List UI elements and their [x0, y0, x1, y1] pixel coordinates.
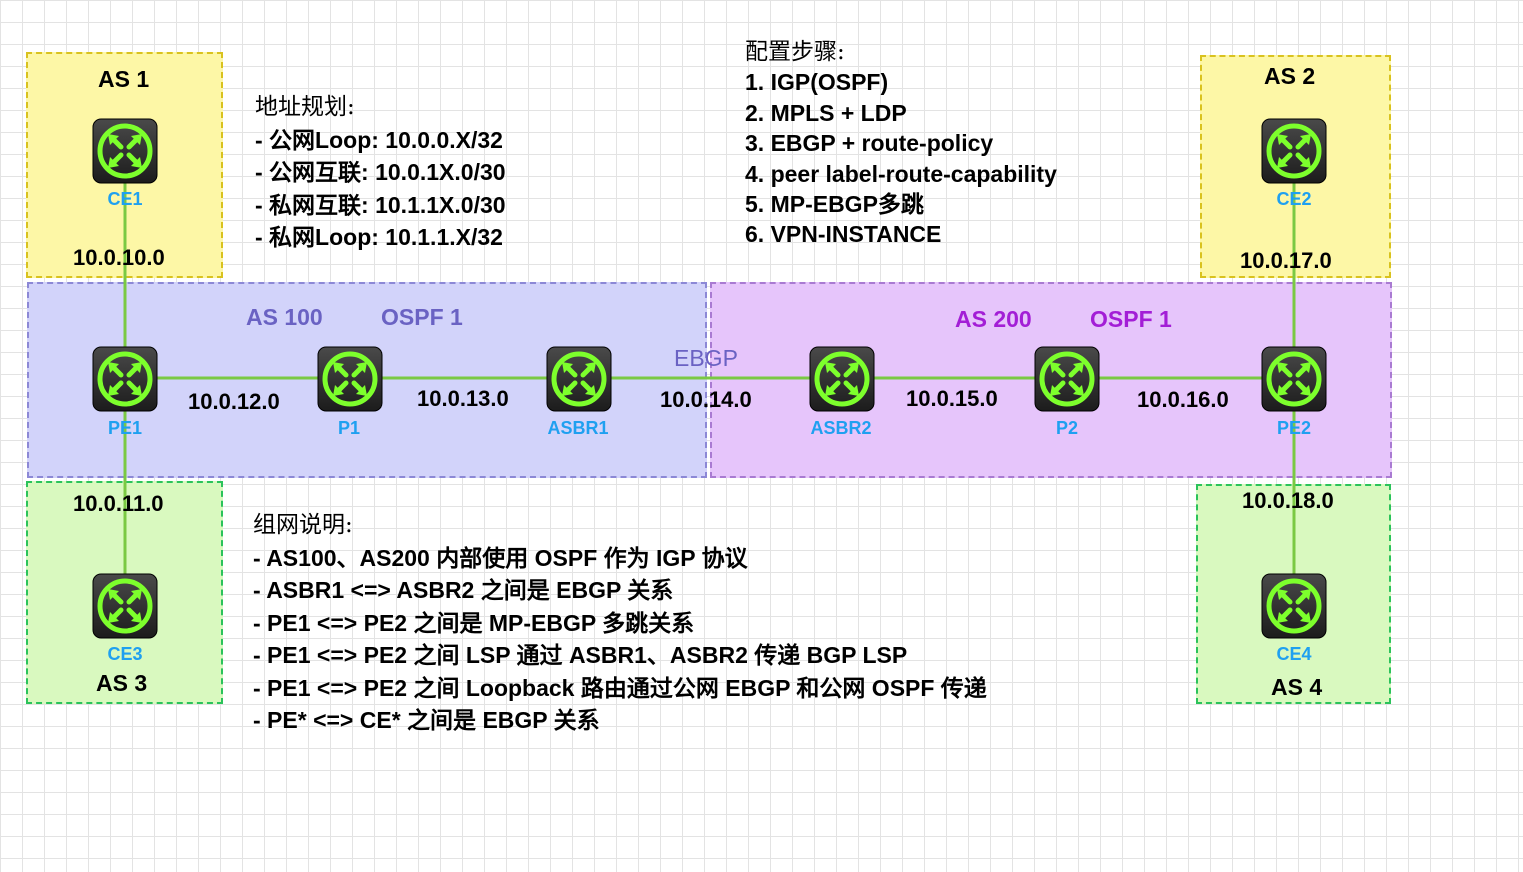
- as1-label: AS 1: [98, 66, 150, 92]
- net-11-label: 10.0.11.0: [73, 491, 164, 516]
- config-steps-block: 配置步骤: 1. IGP(OSPF) 2. MPLS + LDP 3. EBGP…: [745, 37, 1057, 250]
- config-step: 3. EBGP + route-policy: [745, 130, 994, 157]
- config-step: 2. MPLS + LDP: [745, 99, 907, 126]
- p1-label: P1: [337, 418, 361, 438]
- network-note: - AS100、AS200 内部使用 OSPF 作为 IGP 协议: [253, 544, 748, 571]
- pe2-label: PE2: [1276, 418, 1312, 438]
- router-icon[interactable]: [1034, 346, 1100, 412]
- router-icon[interactable]: [546, 346, 612, 412]
- ce4-label: CE4: [1276, 644, 1312, 664]
- net-14-label: 10.0.14.0: [660, 387, 752, 412]
- net-18-label: 10.0.18.0: [1242, 488, 1334, 513]
- config-step: 1. IGP(OSPF): [745, 69, 889, 96]
- router-icon[interactable]: [92, 346, 158, 412]
- network-note: - PE* <=> CE* 之间是 EBGP 关系: [253, 707, 600, 733]
- config-step: 4. peer label-route-capability: [745, 160, 1057, 187]
- router-icon[interactable]: [317, 346, 383, 412]
- net-17-label: 10.0.17.0: [1240, 248, 1332, 273]
- config-step: 6. VPN-INSTANCE: [745, 221, 942, 248]
- net-15-label: 10.0.15.0: [906, 386, 998, 411]
- network-note: - PE1 <=> PE2 之间 LSP 通过 ASBR1、ASBR2 传递 B…: [253, 642, 908, 668]
- as3-label: AS 3: [96, 670, 148, 696]
- network-note: - PE1 <=> PE2 之间 Loopback 路由通过公网 EBGP 和公…: [253, 674, 987, 701]
- network-notes-block: 组网说明: - AS100、AS200 内部使用 OSPF 作为 IGP 协议 …: [253, 509, 987, 737]
- ce1-label: CE1: [107, 189, 143, 209]
- address-plan-line: - 私网Loop: 10.1.1.X/32: [255, 224, 503, 250]
- config-step: 5. MP-EBGP多跳: [745, 191, 924, 218]
- router-icon[interactable]: [1261, 118, 1327, 184]
- as100-label: AS 100: [246, 304, 323, 330]
- as4-label: AS 4: [1271, 674, 1323, 700]
- pe1-label: PE1: [107, 418, 143, 438]
- as2-label: AS 2: [1264, 63, 1316, 89]
- net-13-label: 10.0.13.0: [417, 386, 509, 411]
- as200-label: AS 200: [955, 306, 1032, 332]
- router-icon[interactable]: [809, 346, 875, 412]
- config-steps-title: 配置步骤:: [745, 39, 845, 65]
- network-notes-title: 组网说明:: [253, 512, 353, 538]
- address-plan-block: 地址规划: - 公网Loop: 10.0.0.X/32 - 公网互联: 10.0…: [255, 91, 506, 254]
- net-10-label: 10.0.10.0: [73, 245, 165, 270]
- router-icon[interactable]: [1261, 573, 1327, 639]
- net-16-label: 10.0.16.0: [1137, 387, 1229, 412]
- address-plan-line: - 公网Loop: 10.0.0.X/32: [255, 126, 503, 153]
- network-note: - ASBR1 <=> ASBR2 之间是 EBGP 关系: [253, 577, 674, 603]
- router-icon[interactable]: [1261, 346, 1327, 412]
- asbr2-label: ASBR2: [810, 418, 872, 438]
- as200-ospf-label: OSPF 1: [1090, 306, 1172, 332]
- address-plan-title: 地址规划:: [255, 94, 355, 120]
- net-12-label: 10.0.12.0: [188, 389, 280, 414]
- p2-label: P2: [1055, 418, 1079, 438]
- router-icon[interactable]: [92, 118, 158, 184]
- as100-ospf-label: OSPF 1: [381, 304, 463, 330]
- ce3-label: CE3: [107, 644, 143, 664]
- network-note: - PE1 <=> PE2 之间是 MP-EBGP 多跳关系: [253, 609, 695, 636]
- address-plan-line: - 私网互联: 10.1.1X.0/30: [255, 191, 506, 218]
- ebgp-label: EBGP: [674, 345, 738, 371]
- address-plan-line: - 公网互联: 10.0.1X.0/30: [255, 159, 506, 185]
- asbr1-label: ASBR1: [547, 418, 609, 438]
- ce2-label: CE2: [1276, 189, 1312, 209]
- router-icon[interactable]: [92, 573, 158, 639]
